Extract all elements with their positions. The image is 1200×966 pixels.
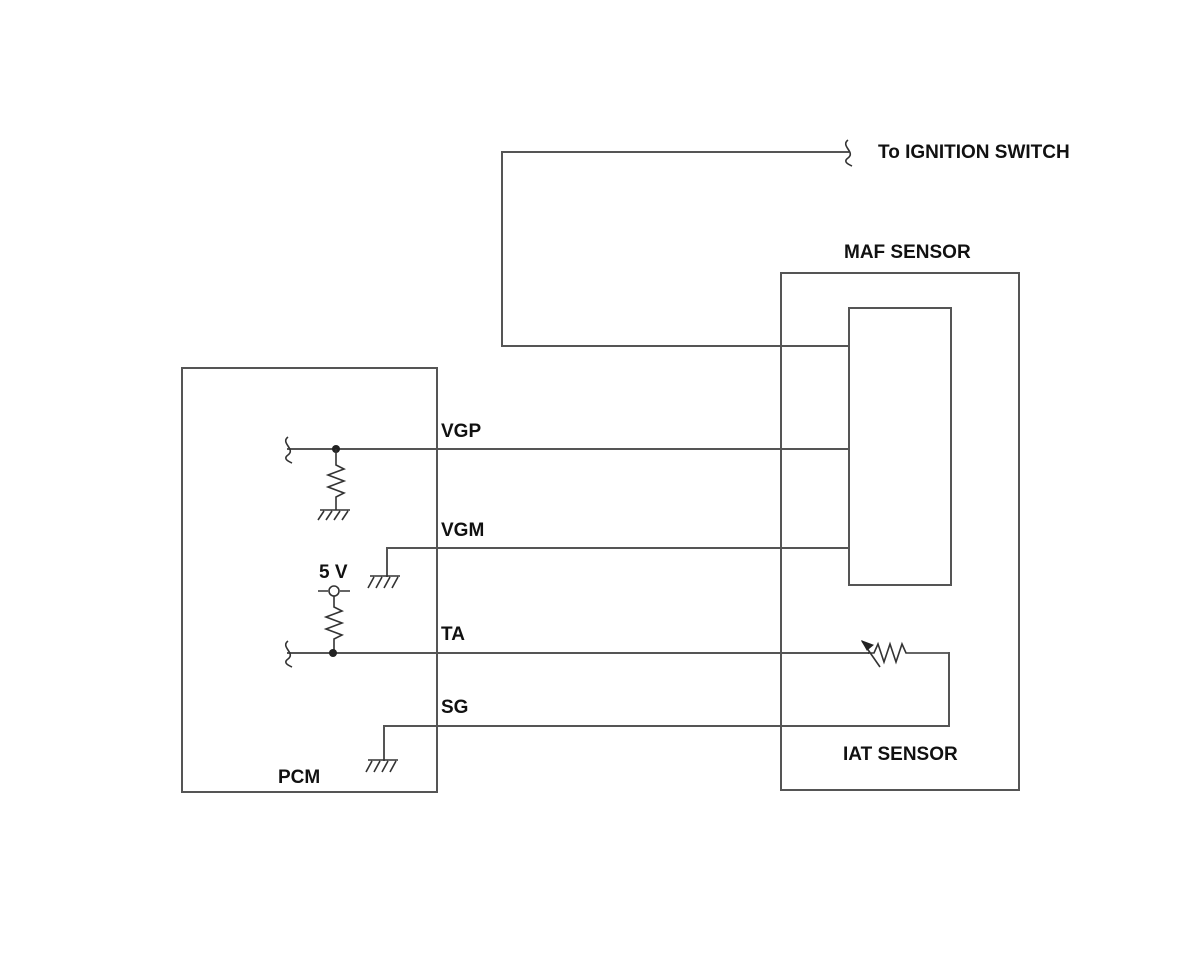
ignition-wire-break-icon [844,139,853,167]
maf-sensing-element [848,307,952,586]
sg-wire [383,652,950,761]
vgp-terminal-label: VGP [441,421,481,442]
ta-terminal-label: TA [441,624,465,645]
pcm-label: PCM [278,767,320,788]
pcm-box [181,367,438,793]
vgp-ground-icon [317,509,350,521]
vgm-terminal-label: VGM [441,520,484,541]
ta-wire-break-icon [284,640,293,668]
ta-junction-dot [329,649,337,657]
vgp-wire-break-icon [284,436,293,464]
vgm-ground-icon [367,575,400,589]
vgp-pulldown-resistor-icon [325,449,347,510]
iat-thermistor-icon [860,640,949,668]
vgm-wire [386,547,850,577]
ignition-feed-wire [501,151,850,347]
iat-sensor-label: IAT SENSOR [843,744,958,765]
sg-ground-icon [365,759,398,773]
ta-pullup-resistor-icon [323,596,345,652]
maf-sensor-label: MAF SENSOR [844,242,971,263]
5v-supply-label: 5 V [319,562,348,583]
sg-terminal-label: SG [441,697,468,718]
ignition-switch-label: To IGNITION SWITCH [878,142,1070,163]
